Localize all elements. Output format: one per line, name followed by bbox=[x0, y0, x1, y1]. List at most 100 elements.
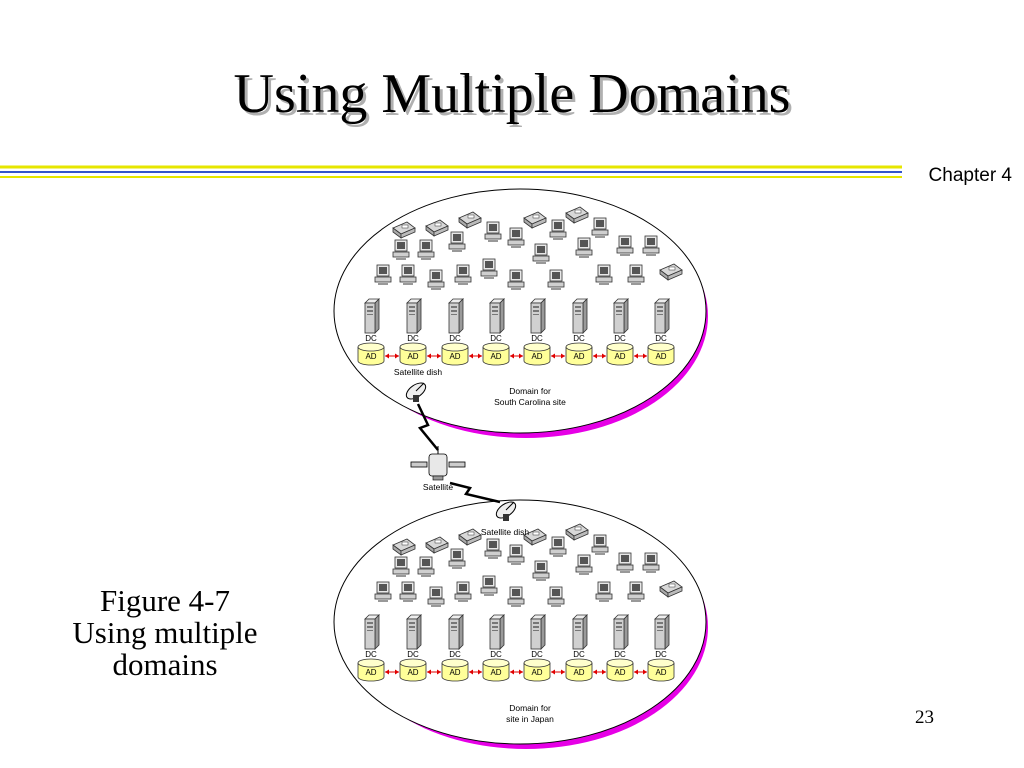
ad-label: AD bbox=[655, 668, 666, 677]
domain-label-line-1: Domain for bbox=[509, 386, 551, 396]
server-icon bbox=[530, 614, 546, 650]
dc-label: DC bbox=[407, 334, 419, 343]
chapter-label: Chapter 4 bbox=[928, 165, 1012, 186]
server-icon bbox=[654, 614, 670, 650]
computer-icon bbox=[591, 217, 609, 239]
replication-arrow bbox=[634, 353, 647, 359]
satellite-icon bbox=[410, 446, 466, 481]
computer-icon bbox=[627, 581, 645, 603]
satellite-dish-label: Satellite dish bbox=[394, 367, 442, 377]
wireless-link-icon bbox=[416, 403, 439, 451]
server-icon bbox=[448, 298, 464, 334]
ad-label: AD bbox=[407, 352, 418, 361]
figure-caption: Figure 4-7 Using multiple domains bbox=[40, 585, 290, 681]
computer-icon bbox=[427, 269, 445, 291]
computer-icon bbox=[532, 243, 550, 265]
computer-icon bbox=[595, 581, 613, 603]
server-icon bbox=[489, 614, 505, 650]
dc-label: DC bbox=[365, 650, 377, 659]
dc-label: DC bbox=[655, 334, 667, 343]
ad-label: AD bbox=[614, 668, 625, 677]
computer-icon bbox=[507, 586, 525, 608]
caption-line-1: Figure 4-7 bbox=[99, 583, 230, 618]
computer-icon bbox=[480, 575, 498, 597]
dc-label: DC bbox=[365, 334, 377, 343]
computer-icon bbox=[392, 239, 410, 261]
dc-label: DC bbox=[614, 334, 626, 343]
domain-label-line-2: site in Japan bbox=[506, 714, 554, 724]
ad-label: AD bbox=[365, 668, 376, 677]
ad-label: AD bbox=[531, 352, 542, 361]
computer-icon bbox=[549, 536, 567, 558]
computer-icon bbox=[642, 552, 660, 574]
ad-label: AD bbox=[365, 352, 376, 361]
replication-arrow bbox=[427, 669, 441, 675]
wireless-link-icon bbox=[449, 481, 501, 504]
replication-arrow bbox=[593, 353, 606, 359]
domain-label-line-1: Domain for bbox=[509, 703, 551, 713]
server-icon bbox=[654, 298, 670, 334]
server-icon bbox=[613, 298, 629, 334]
server-icon bbox=[572, 614, 588, 650]
replication-arrow bbox=[551, 669, 565, 675]
server-icon bbox=[364, 614, 380, 650]
computer-icon bbox=[392, 556, 410, 578]
ad-label: AD bbox=[407, 668, 418, 677]
server-icon bbox=[530, 298, 546, 334]
computer-icon bbox=[507, 227, 525, 249]
dc-label: DC bbox=[531, 334, 543, 343]
computer-icon bbox=[547, 269, 565, 291]
computer-icon bbox=[616, 235, 634, 257]
dc-label: DC bbox=[573, 650, 585, 659]
computer-icon bbox=[549, 219, 567, 241]
computer-icon bbox=[454, 581, 472, 603]
dc-label: DC bbox=[490, 334, 502, 343]
domain-label-line-2: South Carolina site bbox=[494, 397, 566, 407]
computer-icon bbox=[484, 538, 502, 560]
replication-arrow bbox=[593, 669, 606, 675]
ad-label: AD bbox=[449, 352, 460, 361]
computer-icon bbox=[454, 264, 472, 286]
ad-label: AD bbox=[490, 352, 501, 361]
page-number: 23 bbox=[915, 707, 934, 728]
satellite-dish-label: Satellite dish bbox=[481, 527, 529, 537]
dc-label: DC bbox=[573, 334, 585, 343]
ad-label: AD bbox=[614, 352, 625, 361]
server-icon bbox=[572, 298, 588, 334]
dc-label: DC bbox=[614, 650, 626, 659]
server-icon bbox=[406, 614, 422, 650]
header-rule bbox=[0, 165, 902, 178]
ad-label: AD bbox=[655, 352, 666, 361]
server-icon bbox=[406, 298, 422, 334]
computer-icon bbox=[595, 264, 613, 286]
ad-label: AD bbox=[573, 668, 584, 677]
replication-arrow bbox=[551, 353, 565, 359]
dc-label: DC bbox=[407, 650, 419, 659]
computer-icon bbox=[547, 586, 565, 608]
replication-arrow bbox=[385, 669, 399, 675]
replication-arrow bbox=[510, 353, 523, 359]
dc-label: DC bbox=[531, 650, 543, 659]
replication-arrow bbox=[385, 353, 399, 359]
caption-line-3: domains bbox=[112, 647, 218, 682]
computer-icon bbox=[417, 556, 435, 578]
replication-arrow bbox=[510, 669, 523, 675]
computer-icon bbox=[374, 264, 392, 286]
dc-label: DC bbox=[449, 650, 461, 659]
computer-icon bbox=[616, 552, 634, 574]
computer-icon bbox=[427, 586, 445, 608]
server-icon bbox=[613, 614, 629, 650]
replication-arrow bbox=[634, 669, 647, 675]
computer-icon bbox=[507, 544, 525, 566]
dc-label: DC bbox=[490, 650, 502, 659]
computer-icon bbox=[642, 235, 660, 257]
server-icon bbox=[364, 298, 380, 334]
computer-icon bbox=[591, 534, 609, 556]
computer-icon bbox=[448, 548, 466, 570]
computer-icon bbox=[374, 581, 392, 603]
replication-arrow bbox=[469, 669, 482, 675]
replication-arrow bbox=[469, 353, 482, 359]
